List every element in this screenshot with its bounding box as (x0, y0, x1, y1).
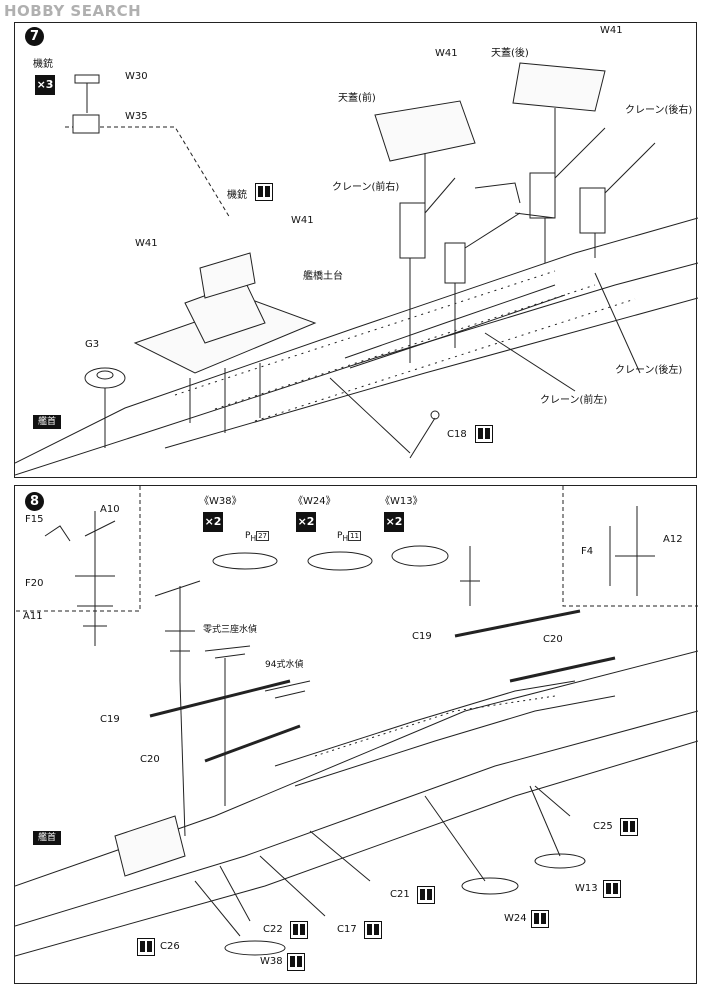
part-label-w30: W30 (125, 71, 148, 82)
gunze-marker-icon (417, 886, 435, 904)
step-7-number: 7 (25, 27, 44, 46)
part-label-c22: C22 (263, 924, 283, 935)
gunze-marker-icon (475, 425, 493, 443)
part-label-w13: W13 (575, 883, 598, 894)
gunze-marker-icon (364, 921, 382, 939)
part-label-w41: W41 (600, 25, 623, 36)
part-label-g3: G3 (85, 339, 100, 350)
part-label-c26: C26 (160, 941, 180, 952)
gunze-marker-icon (137, 938, 155, 956)
part-label-w41: W41 (435, 48, 458, 59)
gunze-marker-icon (287, 953, 305, 971)
inset-title-w13: 《W13》 (380, 496, 423, 507)
part-label-c19: C19 (100, 714, 120, 725)
part-label-c18: C18 (447, 429, 467, 440)
multiplier-badge: ×2 (384, 512, 404, 532)
multiplier-badge: ×2 (296, 512, 316, 532)
gunze-marker-icon (620, 818, 638, 836)
part-label-a12: A12 (663, 534, 683, 545)
gunze-marker-icon (531, 910, 549, 928)
part-label-w38: W38 (260, 956, 283, 967)
label-tengai-mae: 天蓋(前) (338, 93, 376, 104)
inset-title-w24: 《W24》 (293, 496, 336, 507)
part-label-c21: C21 (390, 889, 410, 900)
part-label-w24: W24 (504, 913, 527, 924)
label-kankyou-dodai: 艦橋土台 (303, 271, 343, 282)
step-8-number: 8 (25, 492, 44, 511)
label-tengai-ato: 天蓋(後) (491, 48, 529, 59)
part-label-a10: A10 (100, 504, 120, 515)
step-7-drawing (15, 62, 698, 476)
part-label-c25: C25 (593, 821, 613, 832)
label-crane-rear-left: クレーン(後左) (615, 365, 683, 376)
part-label-c19: C19 (412, 631, 432, 642)
step-8-drawing (15, 486, 698, 957)
inset-title-w38: 《W38》 (199, 496, 242, 507)
label-crane-front-right: クレーン(前右) (332, 182, 400, 193)
part-label-c17: C17 (337, 924, 357, 935)
gunze-marker-icon (290, 921, 308, 939)
label-crane-front-left: クレーン(前左) (540, 395, 608, 406)
part-label-f20: F20 (25, 578, 44, 589)
part-label-w35: W35 (125, 111, 148, 122)
part-label-w41: W41 (291, 215, 314, 226)
multiplier-badge: ×2 (203, 512, 223, 532)
part-label-c20: C20 (543, 634, 563, 645)
part-label-f4: F4 (581, 546, 594, 557)
watermark: HOBBY SEARCH (4, 2, 142, 20)
label-kijuu: 機銃 (33, 59, 53, 70)
label-kijuu-mid: 機銃 (227, 190, 247, 201)
part-label-f15: F15 (25, 514, 44, 525)
part-label-w41: W41 (135, 238, 158, 249)
label-crane-rear-right: クレーン(後右) (625, 105, 693, 116)
bow-label: 艦首 (33, 415, 61, 429)
label-zero-recon: 零式三座水偵 (203, 625, 258, 635)
part-label-a11: A11 (23, 611, 43, 622)
step-7-panel: 7 機銃 ×3 W30 W35 機銃 W41 W41 W41 W41 艦橋土台 … (14, 22, 698, 478)
gunze-marker-icon (255, 183, 273, 201)
part-label-c20: C20 (140, 754, 160, 765)
gunze-marker-icon (603, 880, 621, 898)
label-type94-recon: 94式水偵 (265, 660, 304, 670)
bow-label: 艦首 (33, 831, 61, 845)
multiplier-badge: ×3 (35, 75, 55, 95)
